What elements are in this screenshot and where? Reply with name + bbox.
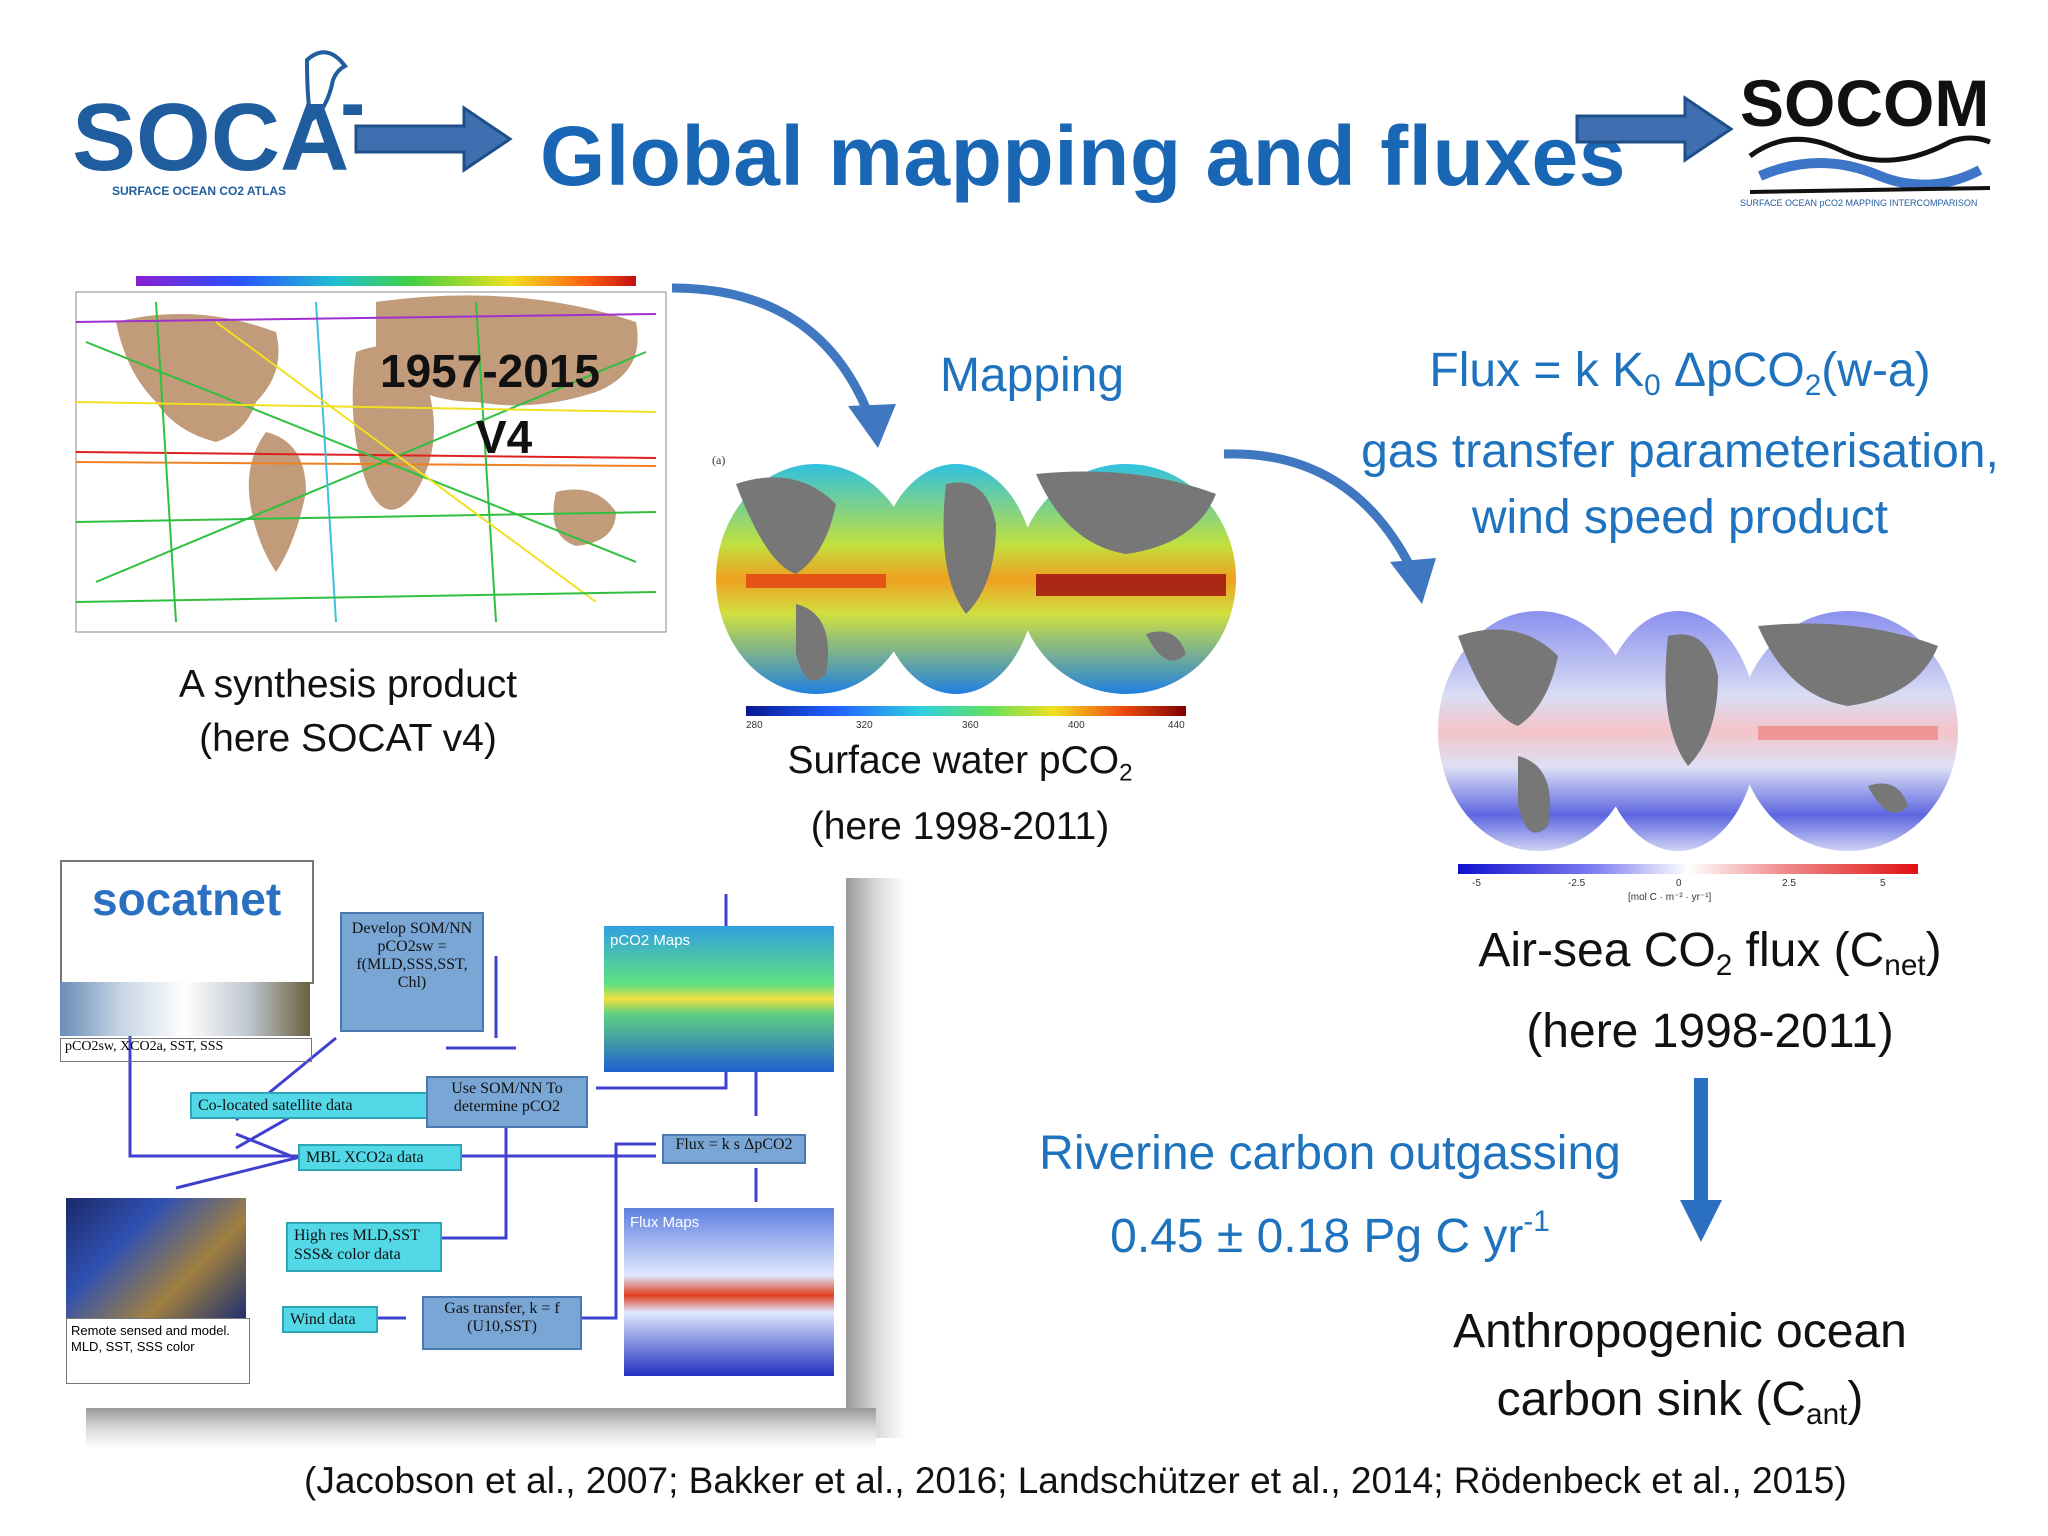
gas-transfer-box: Gas transfer, k = f (U10,SST) [422,1296,582,1350]
anthropogenic-caption: Anthropogenic ocean carbon sink (Cant) [1360,1298,2000,1449]
surface-water-line2: (here 1998-2011) [810,805,1110,849]
riverine-line2: 0.45 ± 0.18 Pg C yr-1 [1110,1205,1550,1263]
develop-som-box: Develop SOM/NN pCO2sw = f(MLD,SSS,SST, C… [340,912,484,1032]
mapping-label: Mapping [939,349,1125,402]
flux-maps-label: Flux Maps [630,1214,700,1231]
flux-formula-line3: wind speed product [1471,490,1889,544]
flux-map: -5 -2.5 0 2.5 5 [mol C · m⁻² · yr⁻¹] [1428,586,1968,906]
panel-shadow [86,1408,876,1448]
arrow-right-icon [1575,95,1734,163]
flux-formula-line2: gas transfer parameterisation, [1361,424,1999,478]
socat-subtitle: SURFACE OCEAN CO2 ATLAS [112,184,286,198]
socatnet-wordmark: socatnet [92,873,282,925]
svg-text:0: 0 [1676,878,1682,889]
socom-logo: SOCOM SURFACE OCEAN pCO2 MAPPING INTERCO… [1740,56,2000,216]
synthesis-caption: A synthesis product (here SOCAT v4) [148,658,548,766]
panel-shadow [846,878,906,1438]
colocated-box: Co-located satellite data [190,1092,442,1119]
svg-text:[mol C · m⁻² · yr⁻¹]: [mol C · m⁻² · yr⁻¹] [1628,892,1712,903]
socatnet-flowchart: socatnet pCO2sw, XCO2a, SST, SSS Develop… [56,848,916,1460]
socat-track-map: 1957-2015 V4 [56,262,676,640]
arrow-down-icon [1680,1078,1722,1242]
svg-text:2.5: 2.5 [1782,878,1796,889]
socatnet-logo-box: socatnet [60,860,314,984]
flux-maps-thumbnail: Flux Maps [624,1208,834,1376]
pco2-map: (a) 280 320 360 400 440 [706,444,1246,734]
svg-text:440: 440 [1168,720,1185,731]
svg-text:280: 280 [746,720,763,731]
svg-text:-5: -5 [1472,878,1481,889]
curved-arrow-icon [1223,449,1436,604]
surface-water-caption: Surface water pCO2 (here 1998-2011) [760,734,1160,854]
pco2-maps-thumbnail: pCO2 Maps [604,926,834,1072]
airsea-line2: (here 1998-2011) [1526,1004,1894,1058]
svg-text:400: 400 [1068,720,1085,731]
wind-box: Wind data [282,1306,378,1333]
socom-wordmark: SOCOM [1740,66,1989,140]
svg-text:360: 360 [962,720,979,731]
obs-label: pCO2sw, XCO2a, SST, SSS [60,1038,312,1062]
curved-arrow-icon [671,283,896,448]
arrow-right-icon [354,105,513,173]
airsea-line1: Air-sea CO2 flux (Cnet) [1478,924,1942,982]
pco2-maps-label: pCO2 Maps [610,932,691,949]
flux-formula-line1: Flux = k K0 ΔpCO2(w-a) [1429,344,1931,402]
svg-text:(a): (a) [712,453,725,467]
satellite-image [66,1198,246,1318]
mbl-box: MBL XCO2a data [298,1144,462,1171]
svg-text:-2.5: -2.5 [1568,878,1586,889]
anthropogenic-line2: carbon sink (Cant) [1496,1373,1864,1431]
socat-years: 1957-2015 [380,345,600,397]
ship-photos [60,982,310,1036]
flux-formula: Flux = k K0 ΔpCO2(w-a) gas transfer para… [1330,338,2030,551]
socat-wordmark: SOCAT [72,84,362,191]
socat-logo: SOCAT SURFACE OCEAN CO2 ATLAS [72,40,401,200]
remote-label: Remote sensed and model. MLD, SST, SSS c… [66,1318,250,1384]
use-som-box: Use SOM/NN To determine pCO2 [426,1076,588,1128]
page-title: Global mapping and fluxes [540,109,1626,203]
references: (Jacobson et al., 2007; Bakker et al., 2… [304,1460,1847,1501]
surface-water-line1: Surface water pCO2 [787,739,1133,787]
svg-text:5: 5 [1880,878,1886,889]
socom-subtitle: SURFACE OCEAN pCO2 MAPPING INTERCOMPARIS… [1740,198,1977,208]
highres-box: High res MLD,SST SSS& color data [286,1222,442,1272]
riverine-caption: Riverine carbon outgassing 0.45 ± 0.18 P… [990,1120,1670,1271]
anthropogenic-line1: Anthropogenic ocean [1453,1305,1907,1358]
synthesis-line1: A synthesis product [178,663,518,706]
svg-text:320: 320 [856,720,873,731]
flux-box: Flux = k s ΔpCO2 [662,1134,806,1164]
synthesis-line2: (here SOCAT v4) [199,717,497,760]
airsea-caption: Air-sea CO2 flux (Cnet) (here 1998-2011) [1380,918,2040,1065]
riverine-line1: Riverine carbon outgassing [1039,1127,1621,1180]
socat-version: V4 [476,411,533,463]
